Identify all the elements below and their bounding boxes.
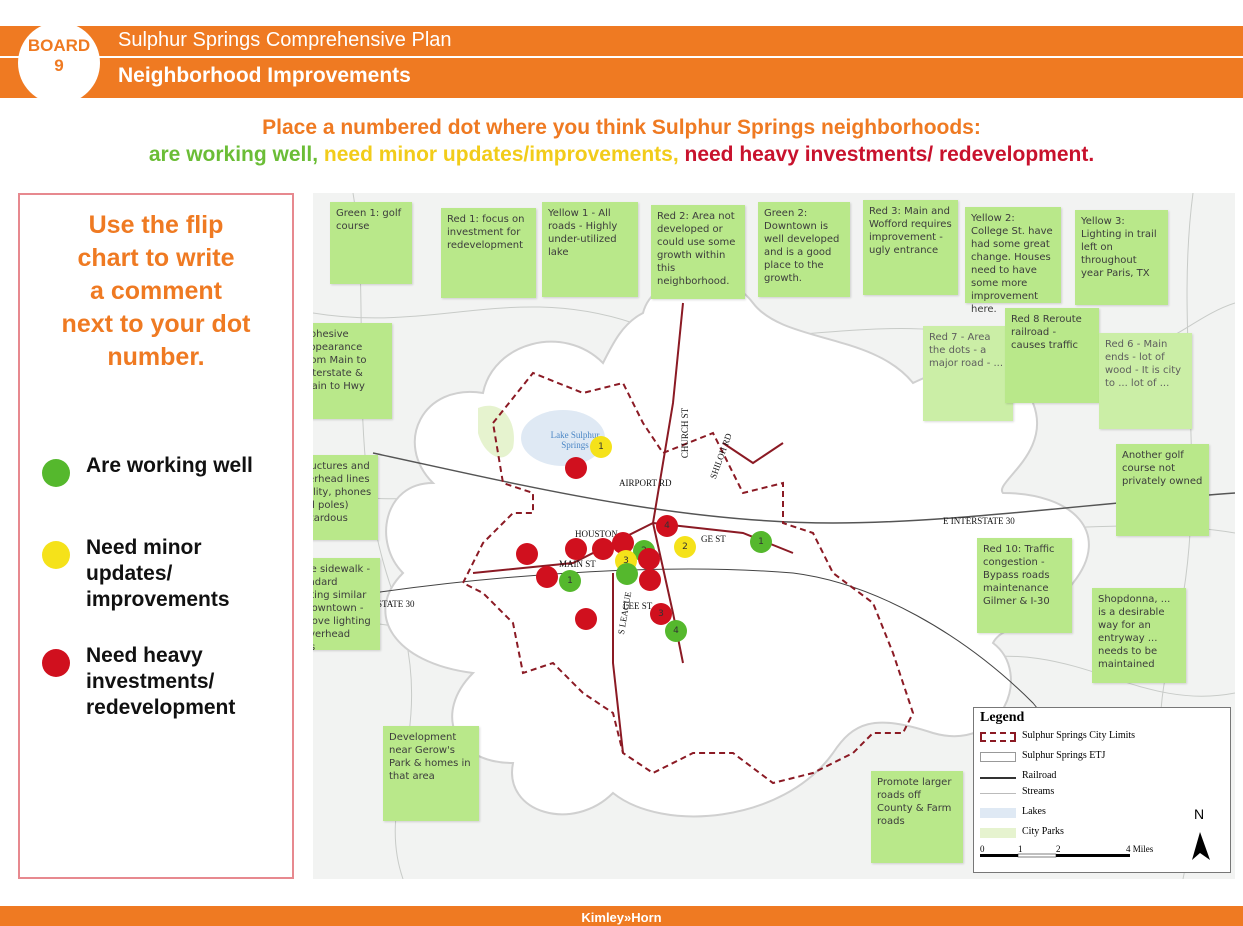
- sticky-note: Structures and overhead lines (utility, …: [313, 455, 378, 540]
- sticky-note: More sidewalk - Standard lighting simila…: [313, 558, 380, 653]
- footer-brand: Kimley»Horn: [581, 910, 662, 925]
- sticky-note: Red 1: focus on investment for redevelop…: [441, 208, 536, 298]
- legend-title: Legend: [980, 710, 1025, 725]
- city-limits-swatch-icon: [980, 732, 1016, 742]
- category-minor: need minor updates/improvements,: [323, 143, 679, 166]
- railroad-swatch-icon: [980, 777, 1016, 779]
- sticky-note: Another golf course not privately owned: [1116, 444, 1209, 536]
- map-dot-red: [565, 457, 587, 479]
- scale-bar: [980, 832, 1210, 860]
- sticky-note: Green 1: golf course: [330, 202, 412, 284]
- park-swatch-icon: [980, 828, 1016, 838]
- subheader-bar: Neighborhood Improvements: [0, 58, 1243, 98]
- map-dot-green: 1: [559, 570, 581, 592]
- yellow-dot-icon: [42, 541, 70, 569]
- board-title: Neighborhood Improvements: [118, 64, 411, 87]
- board-badge: BOARD 9: [18, 22, 100, 104]
- map-dot-red: [592, 538, 614, 560]
- ge-st-label: GE ST: [701, 534, 726, 544]
- interstate-e-label: E INTERSTATE 30: [943, 516, 1015, 526]
- sticky-note: Yellow 1 - All roads - Highly under-util…: [542, 202, 638, 297]
- instruction-categories: are working well, need minor updates/imp…: [0, 143, 1243, 167]
- north-arrow-icon: [1192, 832, 1210, 860]
- flip-line: a comment: [90, 277, 222, 305]
- legend-item: Railroad: [980, 770, 1220, 786]
- lake: [521, 410, 605, 466]
- flip-line: number.: [107, 343, 205, 371]
- legend-item: Streams: [980, 786, 1220, 802]
- map-legend: Legend Sulphur Springs City Limits Sulph…: [973, 707, 1231, 873]
- sticky-note: Yellow 2: College St. have had some grea…: [965, 207, 1061, 315]
- map-dot-red: [536, 566, 558, 588]
- sticky-note: Cohesive appearance from Main to Interst…: [313, 323, 392, 419]
- map-dot-red: [638, 548, 660, 570]
- legend-item: City Parks: [980, 826, 1220, 842]
- legend-minor-label: Need minor updates/ improvements: [86, 536, 230, 611]
- flip-chart-text: Use the flip chart to write a comment ne…: [20, 209, 292, 374]
- sticky-note: Development near Gerow's Park & homes in…: [383, 726, 479, 821]
- map-drawing: [313, 193, 1235, 879]
- church-st-label: CHURCH ST: [680, 407, 691, 459]
- city-map: Lake Sulphur Springs CHURCH ST SHILOH RD…: [313, 193, 1235, 879]
- map-dot-yellow: 2: [674, 536, 696, 558]
- sticky-note: Yellow 3: Lighting in trail left on thro…: [1075, 210, 1168, 305]
- main-st-label: MAIN ST: [559, 559, 596, 569]
- sticky-note: Red 10: Traffic congestion - Bypass road…: [977, 538, 1072, 633]
- green-dot-icon: [42, 459, 70, 487]
- legend-working-label: Are working well: [86, 454, 253, 477]
- map-dot-red: [639, 569, 661, 591]
- map-dot-green: 1: [750, 531, 772, 553]
- map-dot-green: [616, 563, 638, 585]
- instruction-line: Place a numbered dot where you think Sul…: [262, 116, 981, 139]
- footer-bar: Kimley»Horn: [0, 906, 1243, 926]
- badge-label: BOARD: [27, 36, 91, 55]
- sticky-note: Green 2: Downtown is well developed and …: [758, 202, 850, 297]
- red-dot-icon: [42, 649, 70, 677]
- plan-title: Sulphur Springs Comprehensive Plan: [118, 29, 452, 51]
- interstate-30: [372, 452, 1235, 524]
- houston-label: HOUSTON: [575, 529, 618, 539]
- header-bar: Sulphur Springs Comprehensive Plan: [0, 26, 1243, 56]
- sticky-note: Red 2: Area not developed or could use s…: [651, 205, 745, 299]
- etj-swatch-icon: [980, 752, 1016, 762]
- stream-swatch-icon: [980, 793, 1016, 794]
- map-dot-red: [575, 608, 597, 630]
- map-dot-red: [565, 538, 587, 560]
- map-dot-red: [516, 543, 538, 565]
- sticky-note: Shopdonna, ... is a desirable way for an…: [1092, 588, 1186, 683]
- airport-rd-label: AIRPORT RD: [619, 478, 672, 488]
- map-dot-red: 4: [656, 515, 678, 537]
- sticky-note: Promote larger roads off County & Farm r…: [871, 771, 963, 863]
- lake-label: Lake Sulphur Springs: [550, 430, 600, 450]
- north-label: N: [1194, 806, 1205, 822]
- badge-number: 9: [54, 56, 64, 75]
- category-working: are working well,: [148, 143, 319, 166]
- sticky-note: Red 7 - Area the dots - a major road - .…: [923, 326, 1013, 421]
- sticky-note: Red 6 - Main ends - lot of wood - It is …: [1099, 333, 1192, 429]
- lee-st-label: LEE ST: [623, 601, 653, 611]
- city-park: [478, 405, 514, 458]
- city-limits: [461, 371, 915, 785]
- interstate-w-label: RSTATE 30: [371, 599, 415, 609]
- lake-swatch-icon: [980, 808, 1016, 818]
- legend-item: Sulphur Springs City Limits: [980, 730, 1220, 746]
- sticky-note: Red 8 Reroute railroad - causes traffic: [1005, 308, 1099, 403]
- legend-item: Sulphur Springs ETJ: [980, 750, 1220, 766]
- map-dot-yellow: 1: [590, 436, 612, 458]
- flip-line: next to your dot: [61, 310, 251, 338]
- flip-line: chart to write: [77, 244, 235, 272]
- scale-labels: 0 1 2 4 Miles: [980, 844, 1154, 854]
- map-dot-red: 3: [650, 603, 672, 625]
- legend-heavy-label: Need heavy investments/ redevelopment: [86, 644, 236, 719]
- instruction-panel: Use the flip chart to write a comment ne…: [18, 193, 294, 879]
- category-heavy: need heavy investments/ redevelopment.: [684, 143, 1095, 166]
- map-dot-green: 4: [665, 620, 687, 642]
- sticky-note: Red 3: Main and Wofford requires improve…: [863, 200, 958, 295]
- legend-item: Lakes: [980, 806, 1220, 822]
- map-dot-red: [612, 532, 634, 554]
- flip-line: Use the flip: [88, 211, 224, 239]
